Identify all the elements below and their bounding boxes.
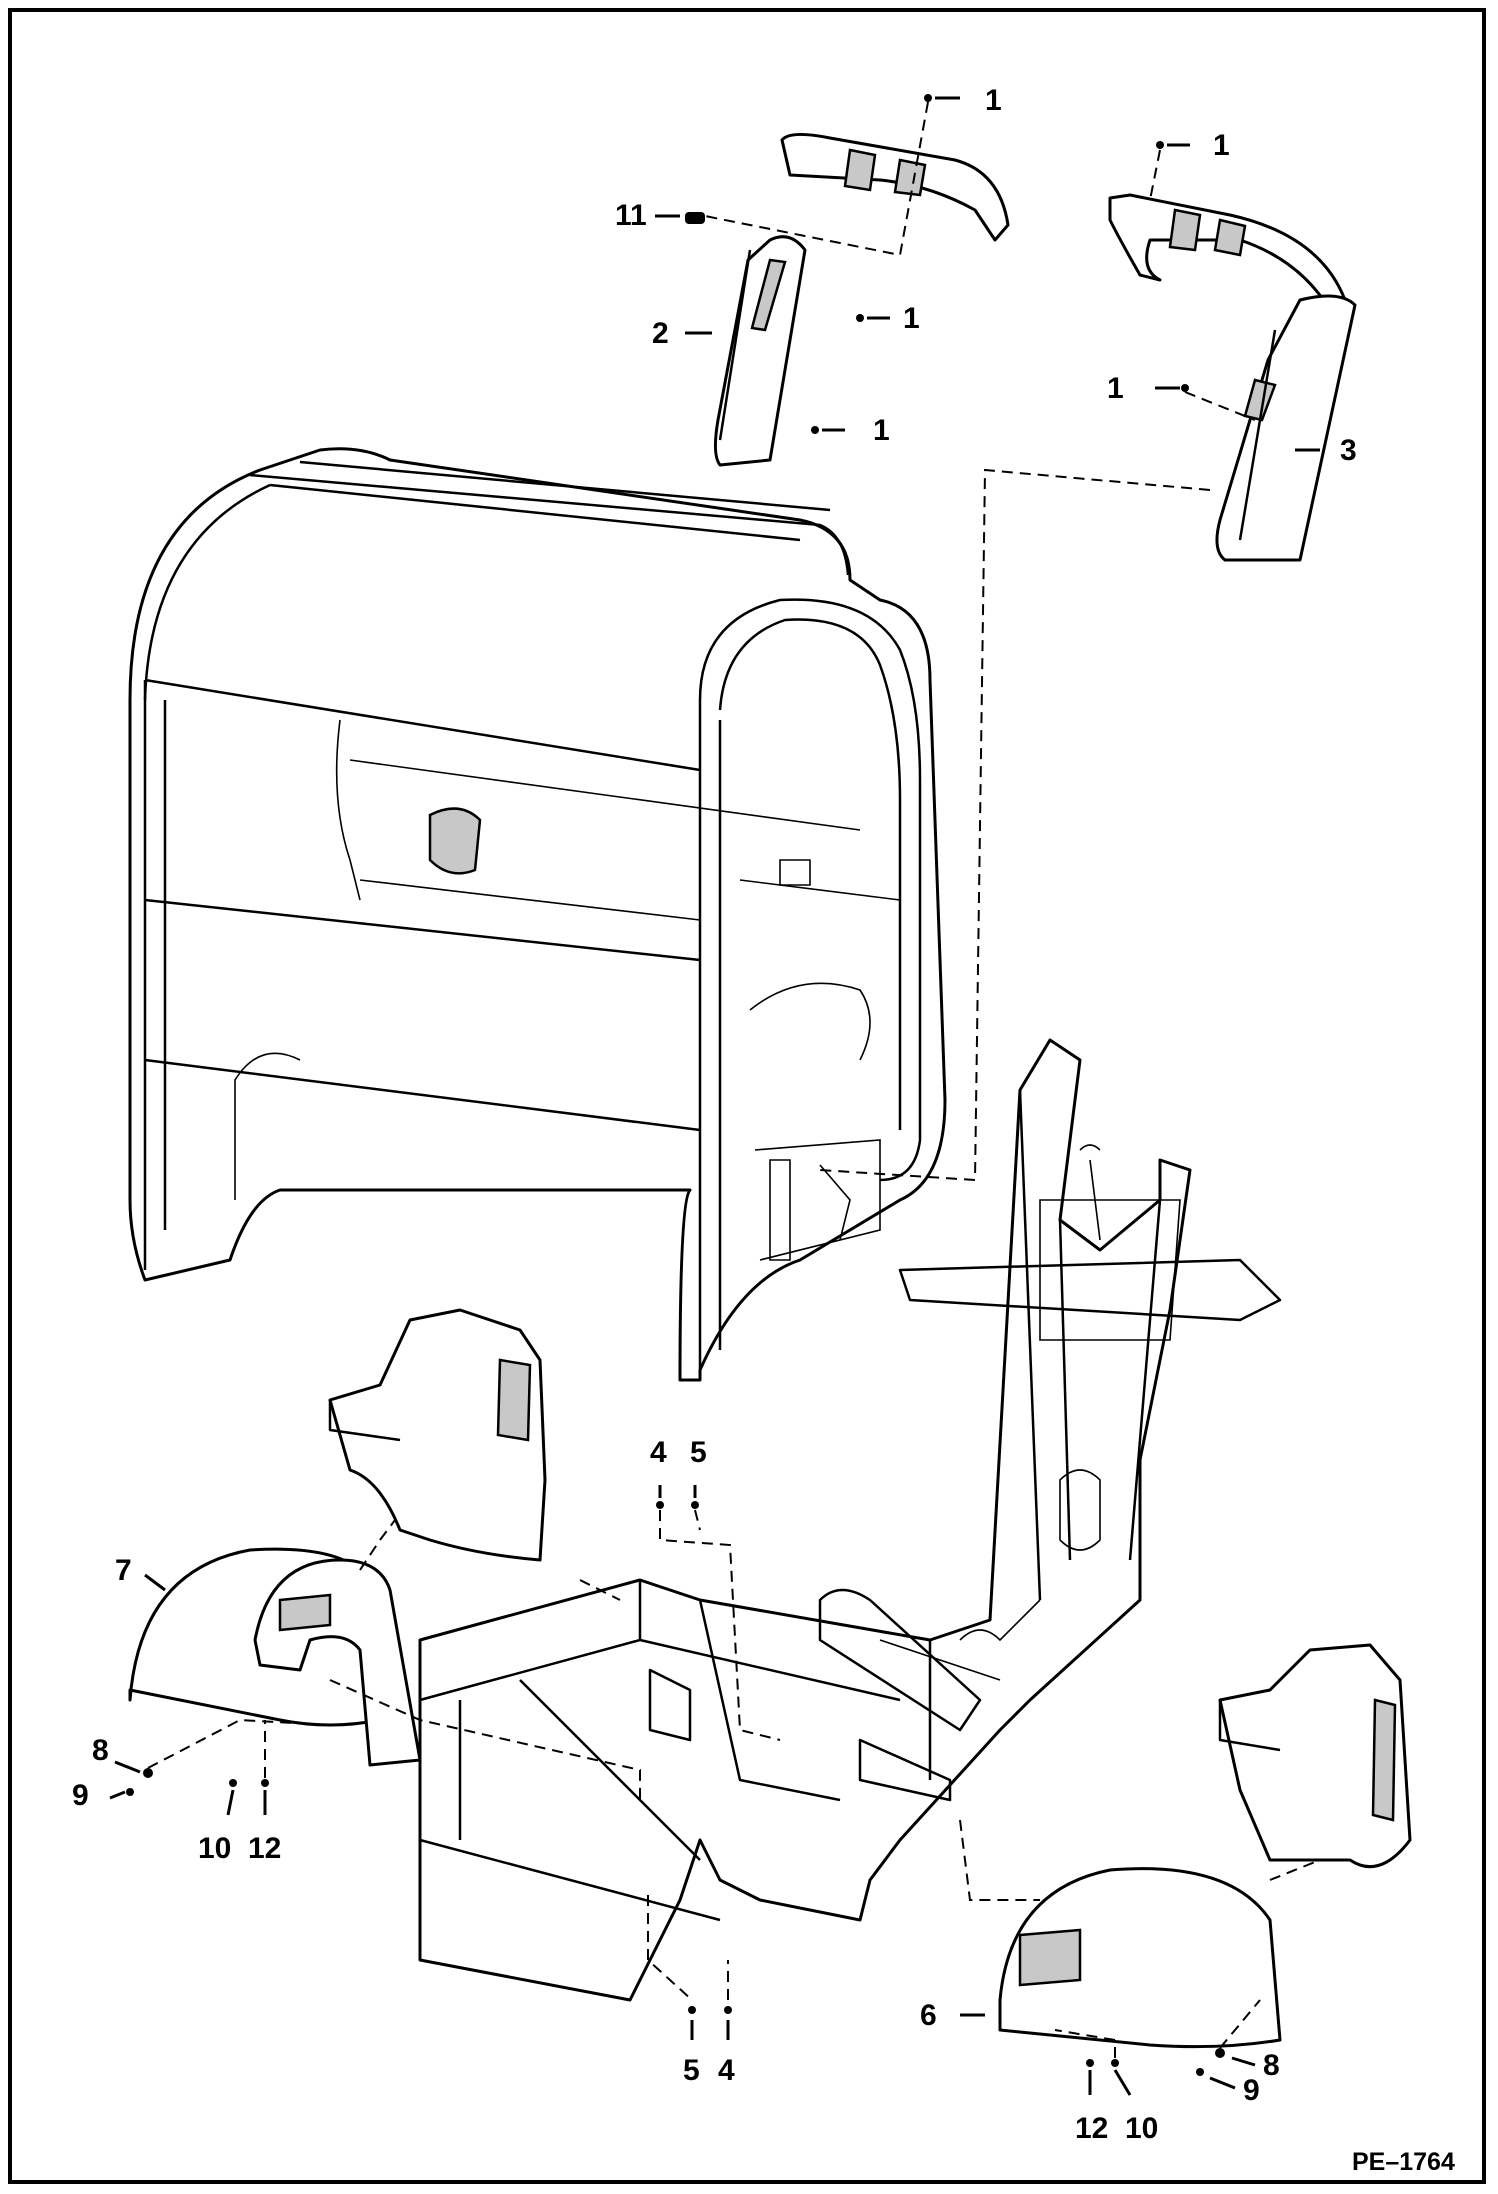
chassis-frame: [418, 1038, 1282, 2002]
callout-8-left: 8: [92, 1734, 109, 1767]
part-6-right-fender: [998, 1867, 1282, 2049]
part-2-left-rear-trim: [713, 235, 807, 467]
callout-1-top: 1: [985, 84, 1002, 117]
callout-leaders: [109, 96, 1320, 2096]
left-trim-top: [780, 133, 1010, 242]
callout-1-right-mid: 1: [1107, 372, 1124, 405]
callout-9-right: 9: [1243, 2074, 1260, 2107]
left-rear-cover: [328, 1308, 547, 1562]
callout-9-left: 9: [72, 1779, 89, 1812]
callout-8-right: 8: [1263, 2049, 1280, 2082]
callout-12-left: 12: [248, 1832, 281, 1865]
figure-id: PE–1764: [1352, 2148, 1455, 2176]
callout-3: 3: [1340, 434, 1357, 467]
callout-12-right: 12: [1075, 2112, 1108, 2145]
callout-1-left-low: 1: [873, 414, 890, 447]
callout-labels: 1 1 1 1 1 11 2 3 4 5 5 4 6 7 8 9 8 9 10 …: [72, 84, 1357, 2145]
cab-canopy: [128, 447, 947, 1382]
callout-7: 7: [115, 1554, 132, 1587]
callout-5-top: 5: [690, 1436, 707, 1469]
callout-2: 2: [652, 317, 669, 350]
assembly-lines: [147, 101, 1321, 2058]
callout-1-left-mid: 1: [903, 302, 920, 335]
callout-4-bottom: 4: [718, 2054, 735, 2087]
part-3-right-rear-trim: [1215, 294, 1357, 562]
right-trim-top: [1108, 193, 1347, 312]
callout-1-right-top: 1: [1213, 129, 1230, 162]
callout-10-right: 10: [1125, 2112, 1158, 2145]
callout-11: 11: [615, 199, 647, 232]
callout-5-bottom: 5: [683, 2054, 700, 2087]
left-inner-fender: [253, 1558, 422, 1767]
callout-4-top: 4: [650, 1436, 667, 1469]
hardware-items: [126, 94, 1225, 2076]
right-rear-cover: [1218, 1643, 1412, 1869]
callout-10-left: 10: [198, 1832, 231, 1865]
callout-6: 6: [920, 1999, 937, 2032]
